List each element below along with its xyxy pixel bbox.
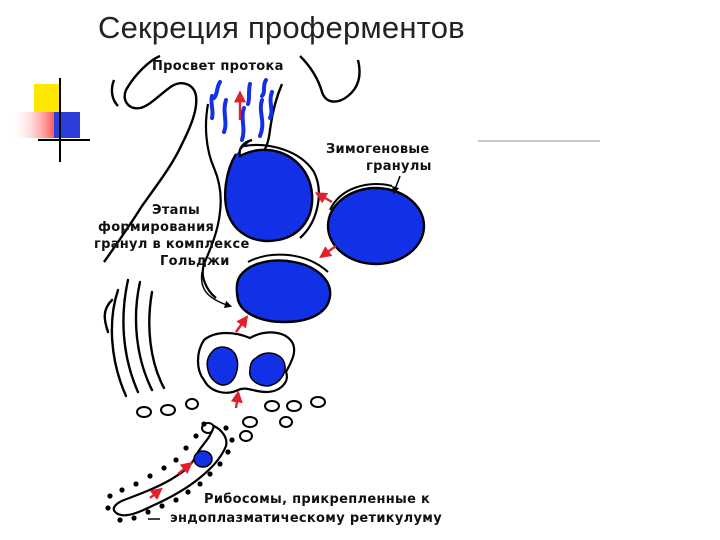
golgi-granule-middle <box>235 259 332 324</box>
zymogen-granule-right-membrane <box>329 183 393 211</box>
secreted-enzymes <box>209 78 274 142</box>
secretion-pathway-arrows <box>149 90 337 500</box>
arrow-from-er <box>177 461 193 475</box>
vacuole-blob-left <box>206 346 239 386</box>
arrow-to-vacuole <box>230 390 243 409</box>
golgi-granule-middle-membrane <box>247 253 329 273</box>
arrow-to-zymogen <box>319 245 337 259</box>
zymogen-granule-right <box>326 186 426 266</box>
label-golgi-line3: гранул в комплексе <box>94 237 250 252</box>
label-duct-lumen: Просвет протока <box>152 59 284 74</box>
label-zymogen-line2: гранулы <box>366 159 432 174</box>
deco-red-bar <box>10 112 60 138</box>
arrow-to-exocytosis <box>314 192 333 204</box>
duct-left-wall <box>103 54 198 263</box>
leader-zymogen <box>392 175 401 195</box>
label-ribosome-line1: Рибосомы, прикрепленные к <box>204 492 430 507</box>
deco-yellow-square <box>34 84 60 112</box>
er-granule <box>193 450 213 468</box>
corner-decoration <box>10 78 90 162</box>
cell-membrane <box>201 103 222 299</box>
duct-right-wall <box>299 55 361 103</box>
deco-blue-square <box>54 112 80 138</box>
leader-golgi <box>200 271 233 309</box>
arrow-to-golgi-granule <box>235 315 249 333</box>
exocytosis-membrane <box>243 143 320 239</box>
slide-title: Секреция проферментов <box>98 10 465 45</box>
arrow-er-bottom <box>149 487 163 500</box>
vacuole-blob-right <box>248 352 286 387</box>
exocytosis-granule <box>223 138 314 243</box>
golgi-cisternae <box>103 278 166 398</box>
label-golgi-line1: Этапы <box>152 203 200 218</box>
label-zymogen-line1: Зимогеновые <box>326 142 430 157</box>
label-ribosome-line2: эндоплазматическому ретикулуму <box>170 511 442 526</box>
label-leaders <box>200 175 401 309</box>
duct-left-wall-inner <box>110 79 119 107</box>
label-golgi-line4: Гольджи <box>160 254 230 269</box>
ribosomes <box>105 421 235 523</box>
label-golgi-line2: формирования <box>98 220 214 235</box>
transport-vesicles <box>136 396 326 442</box>
